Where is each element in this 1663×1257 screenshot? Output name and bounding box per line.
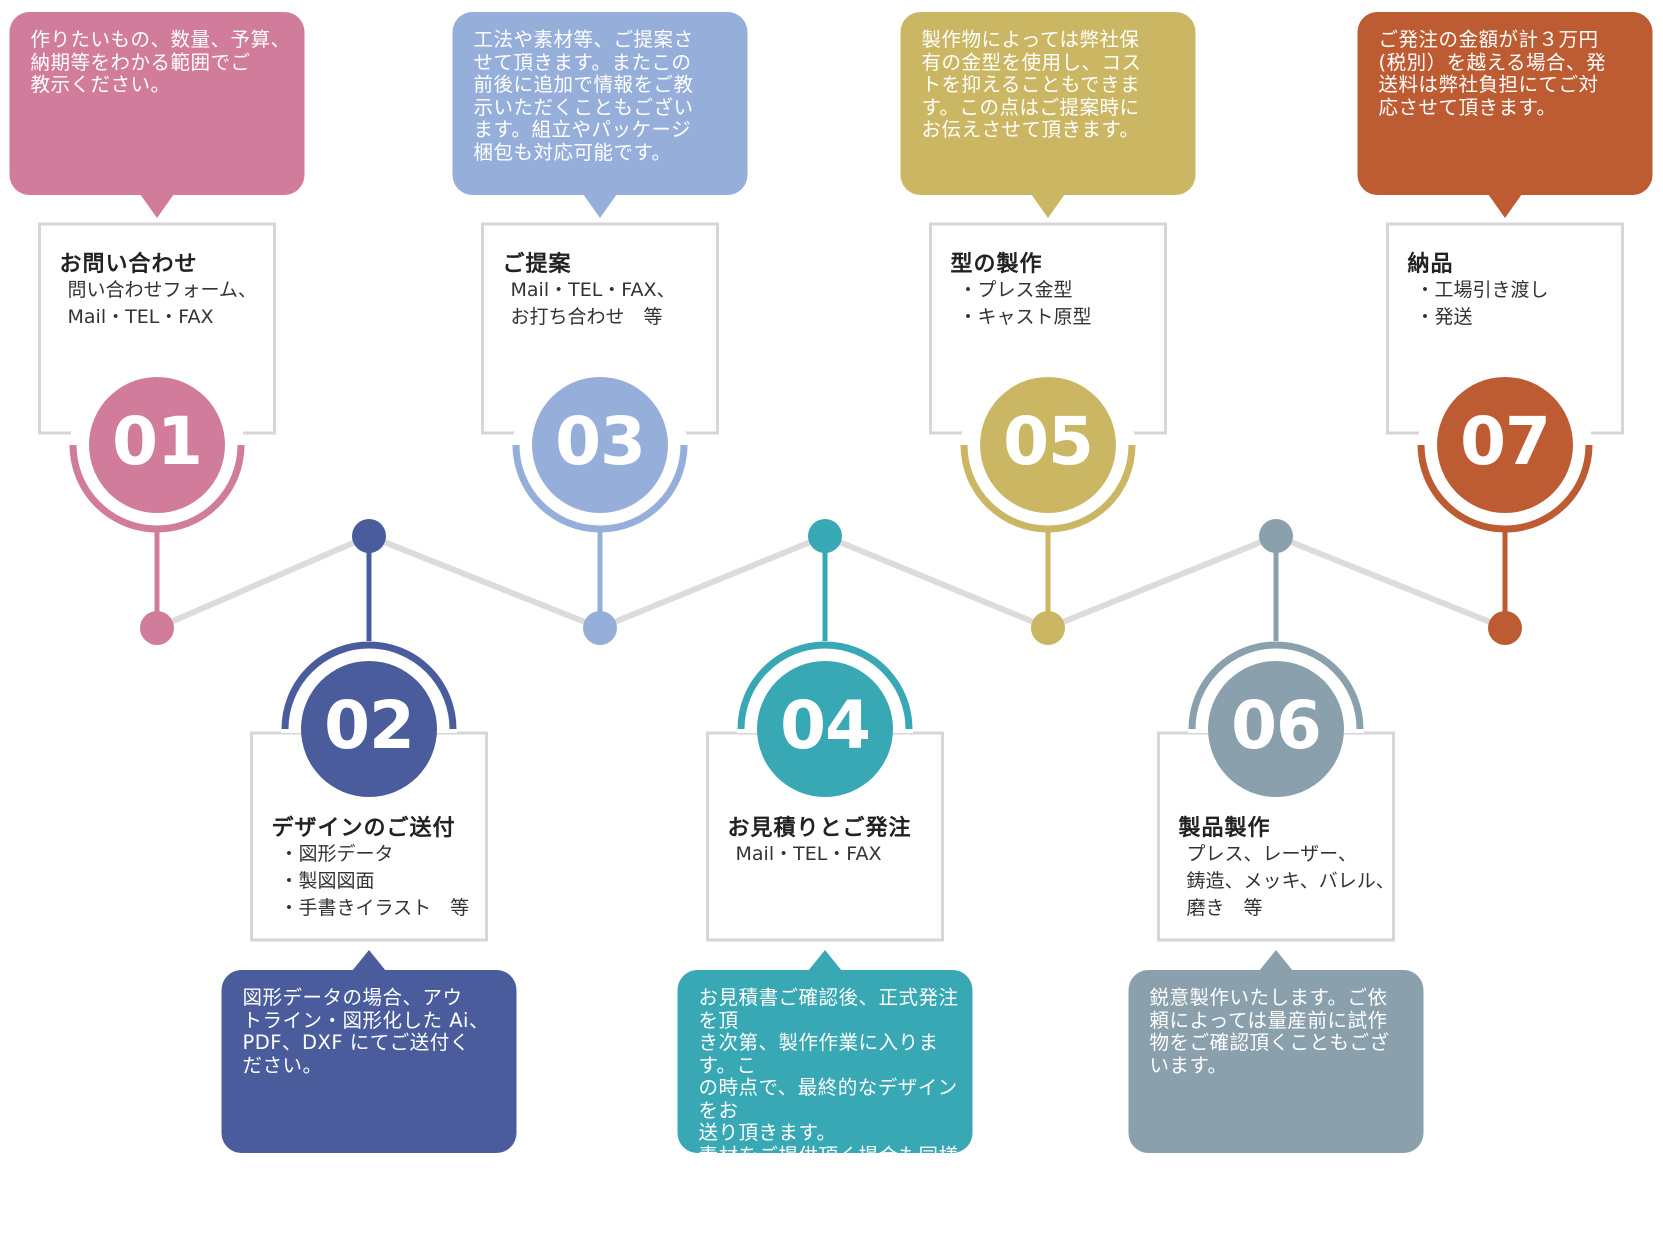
note-bubble (1128, 970, 1424, 1153)
step-01 (9, 12, 305, 645)
step-title: 製品製作 (1178, 816, 1271, 841)
note-bubble-tail (140, 194, 174, 218)
note-bubble-tail (1488, 194, 1522, 218)
step-ring-arc (281, 641, 457, 730)
step-number: 03 (555, 403, 646, 480)
step-03 (452, 12, 748, 645)
note-bubble (1357, 12, 1653, 195)
step-number: 04 (780, 687, 871, 764)
step-dot (140, 611, 174, 645)
note-bubble-tail (583, 194, 617, 218)
step-06 (1128, 519, 1424, 1153)
step-ring-arc (512, 444, 688, 533)
step-note-text: 図形データの場合、アウ トライン・図形化した Ai、 PDF、DXF にてご送付… (242, 986, 489, 1077)
step-ring-arc (737, 641, 913, 730)
step-note-text: 鋭意製作いたします。ご依 頼によっては量産前に試作 物をご確認頂くこともござ い… (1149, 986, 1390, 1077)
step-circle (980, 377, 1116, 513)
step-dot (583, 611, 617, 645)
step-ring-arc (1188, 641, 1364, 730)
step-02 (221, 519, 517, 1153)
step-05 (900, 12, 1196, 645)
step-07 (1357, 12, 1653, 645)
step-number: 05 (1003, 403, 1094, 480)
step-number: 02 (324, 687, 415, 764)
step-number: 06 (1231, 687, 1322, 764)
step-number: 01 (112, 403, 203, 480)
step-title: お問い合わせ (59, 252, 198, 277)
step-note-text: 工法や素材等、ご提案さ せて頂きます。またこの 前後に追加で情報をご教 示いただ… (473, 28, 694, 164)
step-description: ・工場引き渡し ・発送 (1415, 279, 1549, 328)
step-note-text: ご発注の金額が計３万円 (税別）を越える場合、発 送料は弊社負担にてご対 応させ… (1378, 28, 1607, 119)
step-dot (1488, 611, 1522, 645)
step-ring-arc (1417, 444, 1593, 533)
step-ring-arc (960, 444, 1136, 533)
step-title: お見積りとご発注 (727, 816, 912, 841)
step-description: 問い合わせフォーム、 Mail・TEL・FAX (67, 279, 257, 328)
step-note-text: お見積書ご確認後、正式発注を頂 き次第、製作作業に入ります。こ の時点で、最終的… (698, 986, 959, 1257)
note-bubble (900, 12, 1196, 195)
note-bubble-tail (808, 950, 842, 971)
note-bubble-tail (352, 950, 386, 971)
note-bubble-tail (1259, 950, 1293, 971)
note-bubble (677, 970, 973, 1153)
step-circle (1208, 661, 1344, 797)
step-title: デザインのご送付 (271, 816, 456, 841)
step-dot (1259, 519, 1293, 553)
step-circle (301, 661, 437, 797)
step-description: ・図形データ ・製図図面 ・手書きイラスト 等 (279, 843, 470, 919)
step-description: Mail・TEL・FAX (735, 843, 882, 865)
note-bubble (452, 12, 748, 195)
step-circle (89, 377, 225, 513)
step-description: プレス、レーザー、 鋳造、メッキ、バレル、 磨き 等 (1186, 843, 1395, 919)
step-dot (1031, 611, 1065, 645)
step-title: ご提案 (502, 252, 572, 277)
step-note-text: 作りたいもの、数量、予算、 納期等をわかる範囲でご 教示ください。 (30, 28, 291, 96)
step-circle (1437, 377, 1573, 513)
step-dot (808, 519, 842, 553)
note-bubble (9, 12, 305, 195)
step-description: Mail・TEL・FAX、 お打ち合わせ 等 (510, 279, 676, 328)
step-ring-arc (69, 444, 245, 533)
process-flow-diagram: 作りたいもの、数量、予算、 納期等をわかる範囲でご 教示ください。お問い合わせ問… (9, 12, 1653, 1153)
step-number: 07 (1460, 403, 1551, 480)
step-04 (677, 519, 973, 1153)
step-title: 型の製作 (950, 252, 1043, 277)
note-bubble-tail (1031, 194, 1065, 218)
process-flow-graphics (9, 12, 1653, 1153)
note-bubble (221, 970, 517, 1153)
step-circle (532, 377, 668, 513)
step-circle (757, 661, 893, 797)
step-description: ・プレス金型 ・キャスト原型 (958, 279, 1092, 328)
step-title: 納品 (1407, 252, 1454, 277)
step-note-text: 製作物によっては弊社保 有の金型を使用し、コス トを抑えることもできま す。この… (921, 28, 1142, 141)
step-dot (352, 519, 386, 553)
